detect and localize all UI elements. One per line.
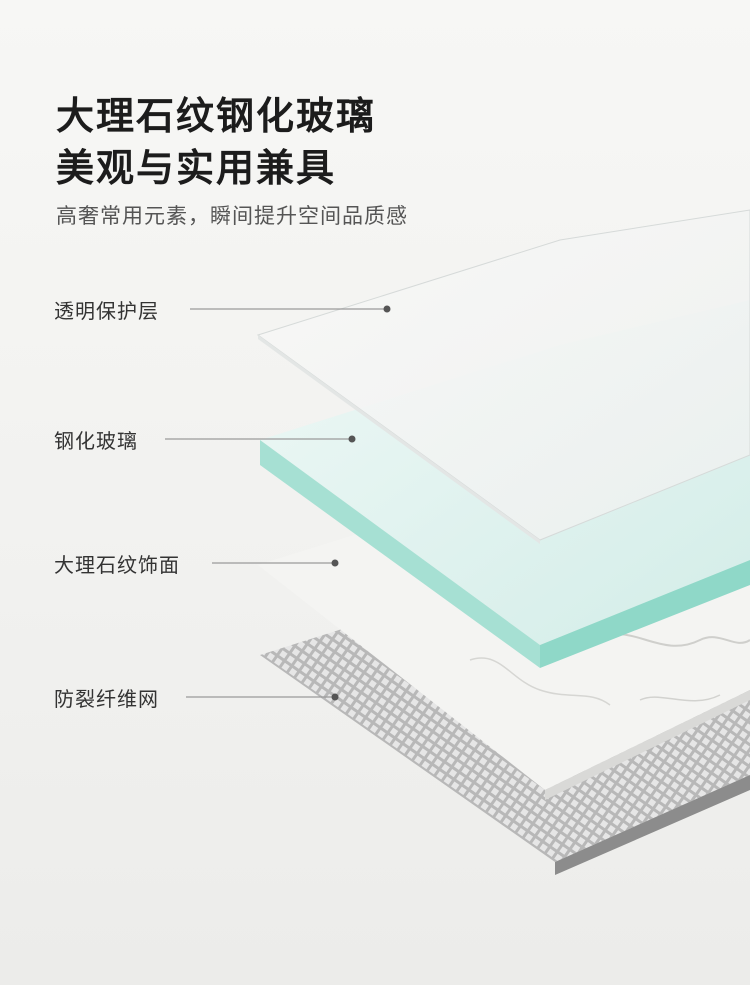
label-fiber-mesh: 防裂纤维网 <box>54 687 159 711</box>
protect-layer <box>256 209 750 544</box>
label-tempered-glass: 钢化玻璃 <box>54 429 138 453</box>
label-marble-finish: 大理石纹饰面 <box>54 553 180 577</box>
page-subtitle: 高奢常用元素，瞬间提升空间品质感 <box>56 204 408 228</box>
page-title: 大理石纹钢化玻璃 美观与实用兼具 <box>56 90 376 194</box>
leader-lines <box>165 305 391 701</box>
label-protective-layer: 透明保护层 <box>54 299 159 323</box>
title-line-2: 美观与实用兼具 <box>56 146 337 190</box>
title-line-1: 大理石纹钢化玻璃 <box>56 94 377 138</box>
